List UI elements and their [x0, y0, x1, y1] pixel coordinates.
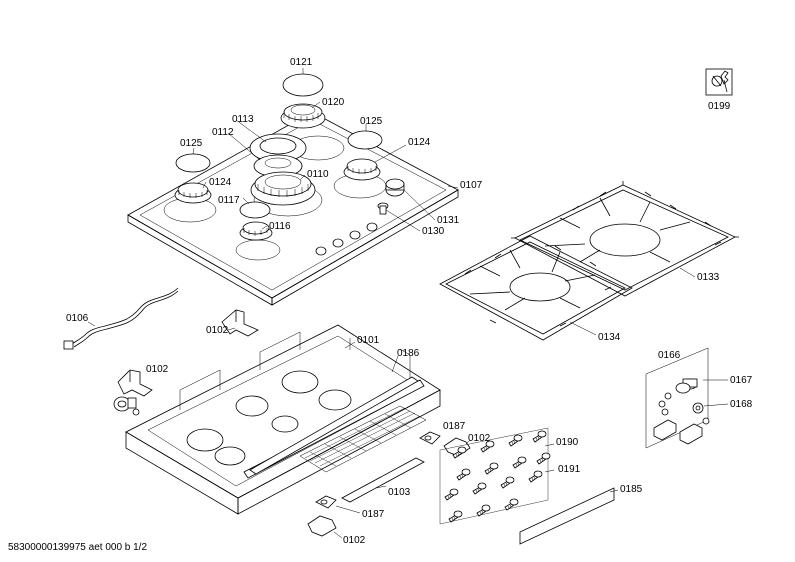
leader-lines-pan	[569, 267, 696, 336]
label-0133: 0133	[697, 272, 720, 283]
label-0130: 0130	[422, 226, 445, 237]
screw	[532, 430, 547, 443]
burner-cap-large	[282, 73, 324, 97]
label-0166: 0166	[658, 350, 681, 361]
rating-label-strip	[519, 487, 619, 545]
screw	[504, 498, 519, 511]
screw	[480, 440, 495, 453]
screw	[456, 468, 471, 481]
burner-cap-right	[347, 130, 383, 150]
label-0101: 0101	[357, 335, 380, 346]
label-0102-left: 0102	[146, 364, 169, 375]
label-0107: 0107	[460, 180, 483, 191]
label-0103: 0103	[388, 487, 411, 498]
label-0102-right: 0102	[468, 433, 491, 444]
label-0116: 0116	[269, 221, 291, 232]
screw	[472, 482, 487, 495]
document-footer-code: 58300000139975 aet 000 b 1/2	[8, 542, 148, 553]
screw	[476, 504, 491, 517]
bottom-tray	[125, 324, 441, 515]
label-0102-top: 0102	[206, 325, 229, 336]
mounting-clamp-bottom	[307, 515, 343, 539]
label-0131: 0131	[437, 215, 460, 226]
screw	[508, 434, 523, 447]
label-0121: 0121	[290, 57, 313, 68]
label-0110: 0110	[307, 169, 329, 180]
clip-right	[419, 431, 441, 445]
screw	[500, 476, 515, 489]
label-0125-right: 0125	[360, 116, 383, 127]
screw	[528, 470, 543, 483]
label-0125-left: 0125	[180, 138, 203, 149]
label-0168: 0168	[730, 399, 753, 410]
screw-set	[439, 427, 555, 525]
seal-strip	[249, 355, 419, 475]
conversion-kit	[645, 347, 729, 449]
screw	[444, 488, 459, 501]
label-0113: 0113	[232, 114, 254, 125]
front-trim-bar	[341, 457, 425, 503]
label-0187-right: 0187	[443, 421, 466, 432]
service-tool-icon	[705, 68, 733, 96]
mounting-clamp-top	[221, 309, 259, 337]
label-0102-bottom: 0102	[343, 535, 366, 546]
label-0190: 0190	[556, 437, 579, 448]
label-0199: 0199	[708, 101, 731, 112]
screw	[536, 452, 551, 465]
label-0120: 0120	[322, 97, 345, 108]
burner-head-small	[239, 221, 273, 241]
wok-burner-cap	[249, 133, 307, 163]
wok-burner-head	[250, 171, 316, 206]
pan-support-left	[439, 235, 633, 341]
label-0117: 0117	[218, 195, 240, 206]
screw	[448, 510, 463, 523]
screw	[512, 456, 527, 469]
clip-bottom	[315, 495, 361, 514]
burner-cap-left	[175, 153, 211, 173]
label-0124-left: 0124	[209, 177, 232, 188]
burner-head-right	[343, 158, 381, 181]
label-0186: 0186	[397, 348, 420, 359]
gas-inlet-connector	[113, 396, 140, 416]
label-0124-right: 0124	[408, 137, 431, 148]
burner-head-rear	[280, 103, 326, 129]
label-0112: 0112	[212, 127, 234, 138]
screw	[452, 446, 467, 459]
label-0134: 0134	[598, 332, 621, 343]
label-0185: 0185	[620, 484, 643, 495]
label-0106: 0106	[66, 313, 89, 324]
mounting-clamp-left	[117, 369, 153, 397]
power-cable	[63, 287, 179, 350]
burner-cap-small	[239, 201, 271, 219]
leader-lines-top	[192, 68, 459, 232]
label-0167: 0167	[730, 375, 753, 386]
label-0191: 0191	[558, 464, 581, 475]
burner-head-left	[174, 182, 212, 204]
screw	[484, 462, 499, 475]
control-knob	[377, 178, 405, 215]
label-0187-bottom: 0187	[362, 509, 385, 520]
